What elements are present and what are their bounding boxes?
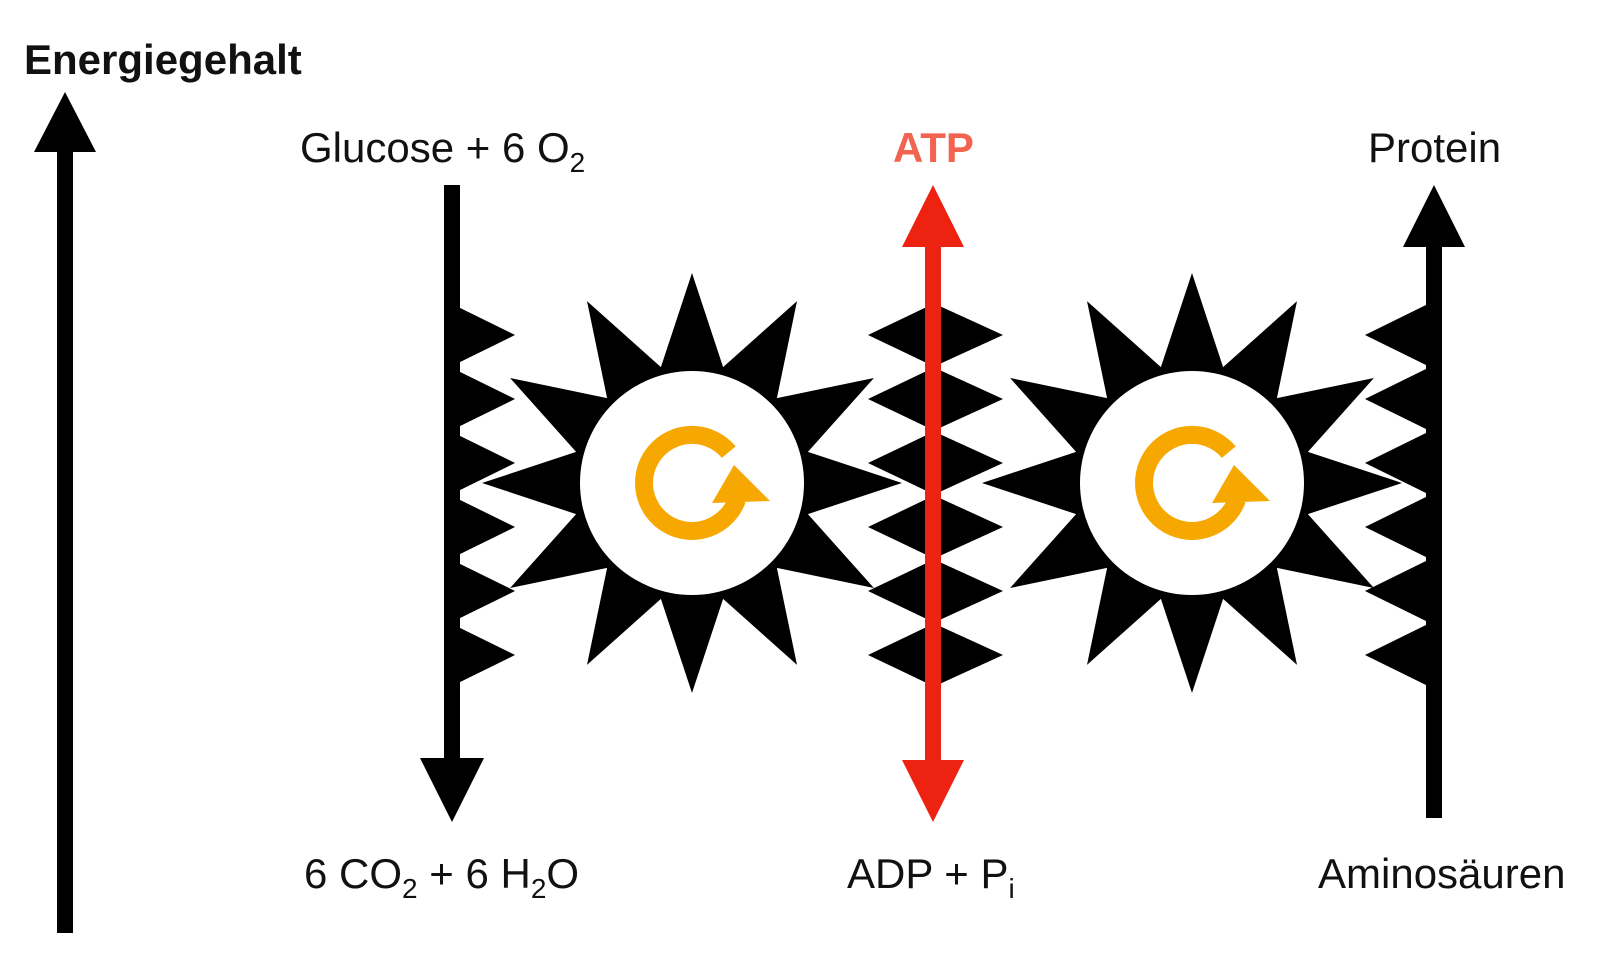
aminoacids-label: Aminosäuren bbox=[1318, 850, 1565, 897]
cycle-arrowhead-icon bbox=[712, 465, 770, 503]
axis-label: Energiegehalt bbox=[24, 36, 302, 83]
gear-hub bbox=[1080, 371, 1304, 595]
glucose-arrow-down bbox=[420, 185, 484, 822]
gear-hub bbox=[580, 371, 804, 595]
co2-water-label: 6 CO2 + 6 H2O bbox=[304, 850, 579, 904]
protein-label: Protein bbox=[1368, 124, 1501, 171]
gear-icon bbox=[482, 273, 902, 693]
cycle-icon bbox=[635, 425, 746, 540]
cycle-arrowhead-icon bbox=[1212, 465, 1270, 503]
left-zigzag-teeth bbox=[450, 303, 515, 687]
gear-icon bbox=[982, 273, 1402, 693]
cycle-icon bbox=[1135, 425, 1246, 540]
energy-axis-arrow bbox=[34, 92, 96, 933]
right-zigzag-teeth bbox=[1365, 303, 1430, 687]
protein-arrow-up bbox=[1403, 185, 1465, 818]
atp-label: ATP bbox=[893, 124, 974, 171]
center-left-zigzag-teeth bbox=[868, 303, 935, 687]
atp-double-arrow bbox=[902, 185, 964, 822]
center-right-zigzag-teeth bbox=[933, 303, 1003, 687]
glucose-label: Glucose + 6 O2 bbox=[300, 124, 585, 178]
adp-label: ADP + Pi bbox=[847, 850, 1015, 904]
